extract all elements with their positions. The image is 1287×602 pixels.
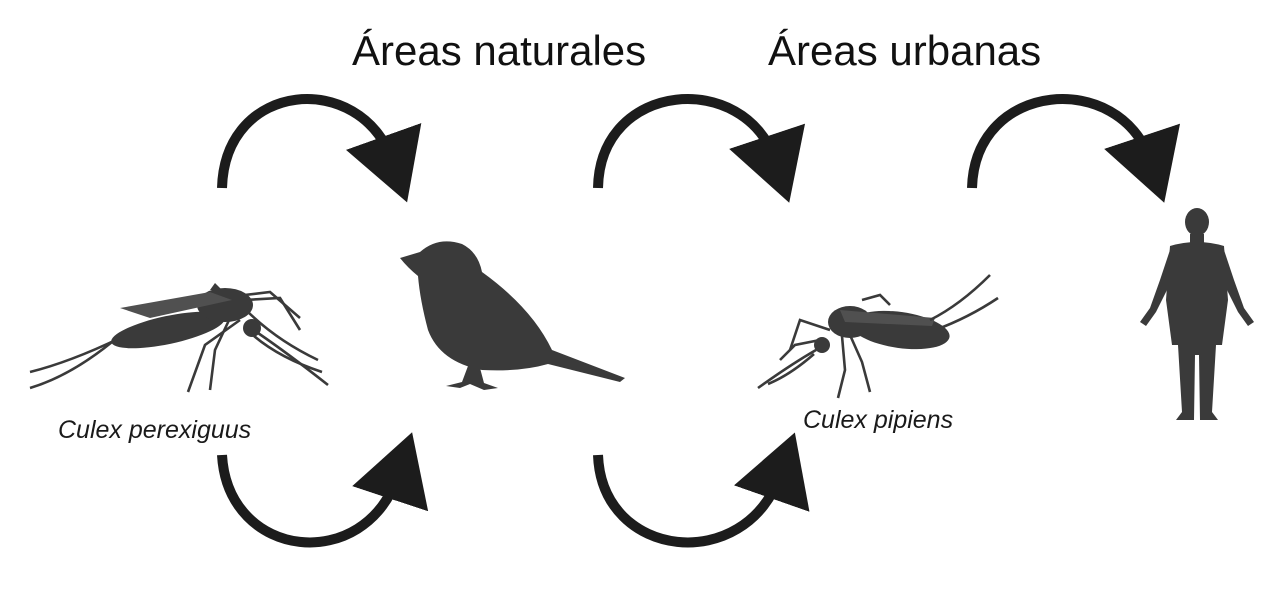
- bird-icon: [400, 241, 625, 390]
- mosquito-icon: [757, 274, 999, 399]
- species-label-culex-pipiens: Culex pipiens: [803, 406, 954, 434]
- mosquito-icon: [29, 283, 329, 393]
- curved-arrow-icon: [217, 94, 422, 203]
- curved-arrow-icon: [967, 94, 1180, 203]
- human-icon: [1140, 208, 1254, 420]
- heading-natural-areas: Áreas naturales: [352, 27, 647, 74]
- heading-urban-areas: Áreas urbanas: [768, 27, 1042, 74]
- curved-arrow-icon: [217, 432, 429, 548]
- species-label-culex-perexiguus: Culex perexiguus: [58, 416, 252, 444]
- curved-arrow-icon: [593, 94, 805, 203]
- curved-arrow-icon: [593, 432, 810, 548]
